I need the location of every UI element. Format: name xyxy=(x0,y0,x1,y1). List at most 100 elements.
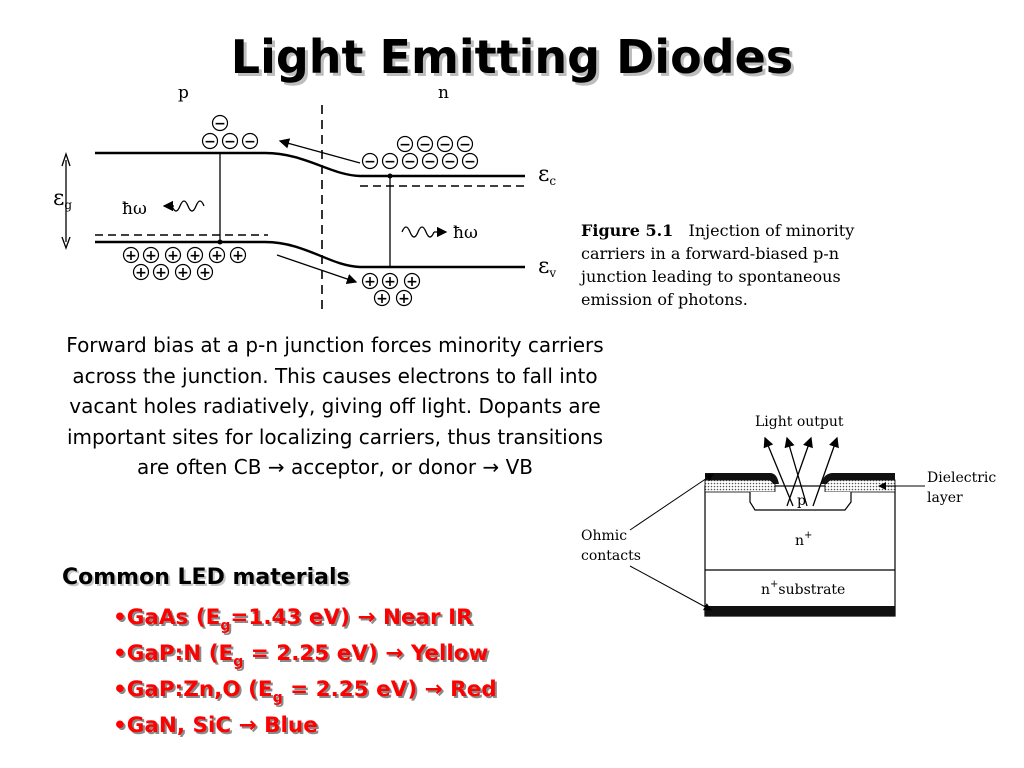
figure-caption: Figure 5.1 Injection of minority carrier… xyxy=(581,219,881,311)
top-contact-left xyxy=(705,473,779,484)
light-ray-4 xyxy=(812,436,839,507)
svg-text:−: − xyxy=(214,116,226,132)
hole-injection-arrow xyxy=(276,254,358,284)
hole: + xyxy=(186,246,204,264)
conduction-band xyxy=(95,151,525,178)
svg-text:+: + xyxy=(145,248,157,264)
svg-text:+: + xyxy=(406,274,418,290)
electron: − xyxy=(436,135,454,153)
hole: + xyxy=(122,246,140,264)
svg-text:−: − xyxy=(444,154,456,170)
svg-text:+: + xyxy=(232,248,244,264)
contacts-label: contacts xyxy=(581,548,641,564)
svg-text:−: − xyxy=(439,137,451,153)
bottom-contact xyxy=(705,606,895,616)
electron: − xyxy=(461,152,479,170)
photon-left-wave xyxy=(171,200,205,212)
photon-right-label: ħω xyxy=(453,223,478,243)
svg-text:+: + xyxy=(189,248,201,264)
svg-text:+: + xyxy=(155,265,167,281)
light-output-label: Light output xyxy=(755,414,844,430)
ohmic-pointer-bottom xyxy=(629,565,712,611)
svg-text:−: − xyxy=(424,154,436,170)
svg-text:+: + xyxy=(177,265,189,281)
svg-text:−: − xyxy=(364,154,376,170)
electron: − xyxy=(416,135,434,153)
hole: + xyxy=(381,272,399,290)
valence-band xyxy=(95,240,525,269)
top-contact-right xyxy=(821,473,895,484)
svg-text:−: − xyxy=(384,154,396,170)
band-diagram: p n εg εc εv ħω ħω xyxy=(53,83,556,310)
svg-text:+: + xyxy=(364,274,376,290)
electron: − xyxy=(221,132,239,150)
light-ray-1 xyxy=(763,436,794,507)
hole: + xyxy=(152,263,170,281)
material-item: •GaN, SiC → Blue xyxy=(113,713,318,738)
p-region xyxy=(749,492,852,511)
electron: − xyxy=(241,132,259,150)
electron: − xyxy=(456,135,474,153)
electron: − xyxy=(201,132,219,150)
hole: + xyxy=(361,272,379,290)
layer-label: layer xyxy=(927,490,963,506)
ec-label: εc xyxy=(538,162,556,188)
svg-text:−: − xyxy=(419,137,431,153)
photon-left-label: ħω xyxy=(122,199,147,219)
svg-text:−: − xyxy=(399,137,411,153)
hole: + xyxy=(373,289,391,307)
ohmic-label: Ohmic xyxy=(581,528,627,544)
electron: − xyxy=(211,114,229,132)
led-device-diagram: Light output p n+ n+substrate Dielectric… xyxy=(581,414,996,617)
electron: − xyxy=(421,152,439,170)
eg-label: εg xyxy=(53,186,72,212)
ohmic-pointer-top xyxy=(629,473,714,531)
substrate-label: n+substrate xyxy=(761,579,845,598)
figure-label: Figure 5.1 xyxy=(581,221,674,240)
materials-heading: Common LED materials xyxy=(62,565,350,590)
electron: − xyxy=(401,152,419,170)
svg-text:−: − xyxy=(404,154,416,170)
slide-title: Light Emitting Diodes xyxy=(230,30,794,84)
svg-text:−: − xyxy=(244,134,256,150)
material-item: •GaAs (Eg=1.43 eV) → Near IR xyxy=(113,605,473,634)
figure-caption-text: Injection of minority carriers in a forw… xyxy=(581,221,855,309)
holes-group: +++++++++++++++ xyxy=(122,246,421,307)
svg-text:+: + xyxy=(376,291,388,307)
svg-text:+: + xyxy=(199,265,211,281)
p-region-label-device: p xyxy=(797,493,806,509)
hole: + xyxy=(164,246,182,264)
hole: + xyxy=(132,263,150,281)
electron: − xyxy=(441,152,459,170)
p-region-label: p xyxy=(178,83,189,103)
svg-text:+: + xyxy=(135,265,147,281)
electron: − xyxy=(396,135,414,153)
hole: + xyxy=(229,246,247,264)
hole: + xyxy=(208,246,226,264)
n-plus-label: n+ xyxy=(795,530,812,549)
ev-label: εv xyxy=(538,254,556,280)
dielectric-left xyxy=(704,479,776,493)
dielectric-label: Dielectric xyxy=(927,470,996,486)
n-region-label: n xyxy=(438,83,449,103)
svg-text:+: + xyxy=(398,291,410,307)
light-ray-2 xyxy=(786,436,813,507)
electron-injection-arrow xyxy=(278,138,361,164)
svg-text:−: − xyxy=(204,134,216,150)
hole: + xyxy=(142,246,160,264)
materials-list: •GaAs (Eg=1.43 eV) → Near IR •GaP:N (Eg … xyxy=(113,601,497,745)
svg-text:+: + xyxy=(211,248,223,264)
svg-text:−: − xyxy=(464,154,476,170)
svg-text:+: + xyxy=(167,248,179,264)
light-ray-3 xyxy=(784,436,808,507)
electrons-group: −−−−−−−−−−−−−− xyxy=(201,114,479,170)
hole: + xyxy=(395,289,413,307)
svg-text:+: + xyxy=(125,248,137,264)
body-paragraph: Forward bias at a p-n junction forces mi… xyxy=(66,333,604,479)
svg-text:−: − xyxy=(459,137,471,153)
material-item: •GaP:Zn,O (Eg = 2.25 eV) → Red xyxy=(113,677,497,706)
hole: + xyxy=(174,263,192,281)
material-item: •GaP:N (Eg = 2.25 eV) → Yellow xyxy=(113,641,489,670)
electron: − xyxy=(361,152,379,170)
